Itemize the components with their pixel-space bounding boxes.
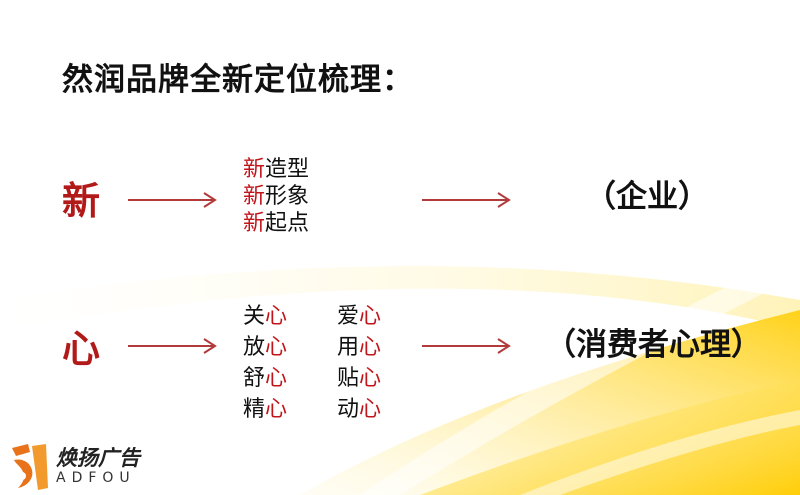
- arrow-right-icon: [422, 338, 511, 354]
- heart-items-col1: 关心 放心 舒心 精心: [243, 301, 287, 425]
- list-item: 新起点: [243, 211, 310, 236]
- list-item: 放心: [243, 335, 288, 360]
- list-item: 新形象: [243, 184, 310, 209]
- list-item: 贴心: [337, 366, 382, 391]
- logo-subtitle: ADFOU: [56, 470, 136, 486]
- new-items-list: 新造型 新形象 新起点: [243, 156, 309, 237]
- label-new: 新: [62, 179, 101, 223]
- arrow-right-icon: [422, 192, 511, 208]
- list-item: 动心: [337, 397, 382, 422]
- logo-mark-icon: [12, 444, 48, 490]
- list-item: 关心: [243, 304, 288, 329]
- list-item: 爱心: [337, 304, 382, 329]
- list-item: 精心: [243, 397, 288, 422]
- page-title: 然润品牌全新定位梳理：: [62, 62, 414, 98]
- arrow-right-icon: [128, 338, 217, 354]
- list-item: 用心: [337, 335, 382, 360]
- heart-items-col2: 爱心 用心 贴心 动心: [337, 301, 381, 425]
- list-item: 舒心: [243, 366, 288, 391]
- brand-logo: 焕扬广告 ADFOU: [8, 440, 168, 492]
- label-heart: 心: [62, 327, 101, 371]
- result-enterprise: （企业）: [585, 179, 709, 215]
- result-consumer-psychology: （消费者心理）: [545, 327, 762, 363]
- logo-name: 焕扬广告: [56, 445, 140, 470]
- list-item: 新造型: [243, 157, 310, 182]
- arrow-right-icon: [128, 192, 217, 208]
